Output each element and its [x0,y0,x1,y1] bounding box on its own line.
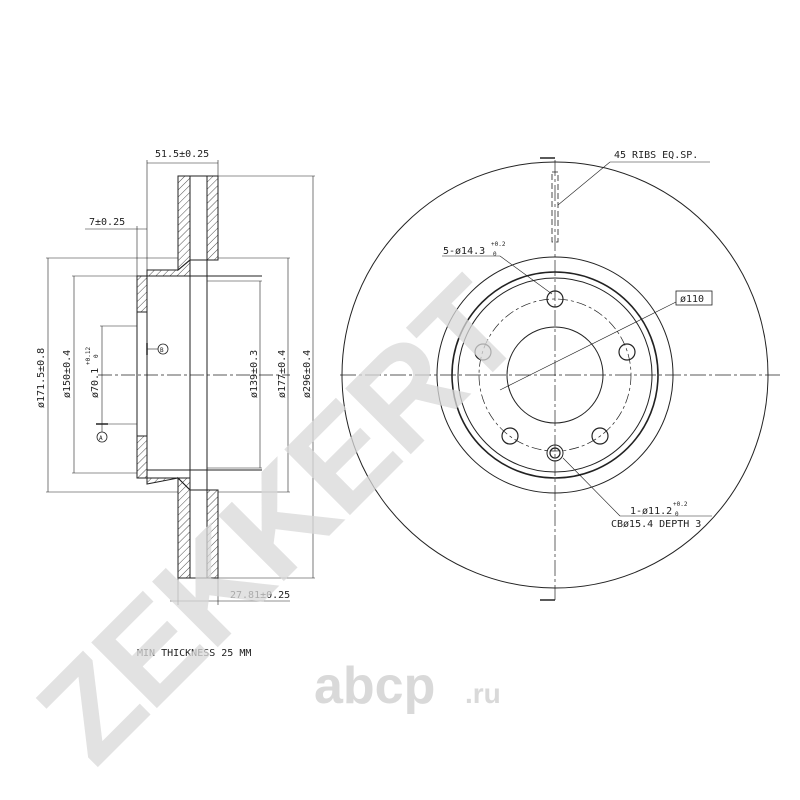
dim-d177: ø177±0.4 [277,350,288,398]
site-watermark: abcp [314,657,435,715]
bolt-holes-note: 5-ø14.3 [443,246,485,257]
front-view [340,157,780,601]
ribs-note: 45 RIBS EQ.SP. [614,150,698,161]
disc-inner-plate-bottom [206,489,219,579]
dim-d70-tol-top: +0.12 [85,347,92,365]
hat-neck-bottom [146,477,191,492]
dim-d150: ø150±0.4 [62,350,73,398]
disc-outer-plate [177,175,191,272]
bolt-holes-tol-bottom: 0 [493,251,497,258]
abcp-watermark: abcp .ru [314,657,501,715]
bolt-hole-4 [501,427,519,445]
hat-face-bottom [136,435,148,479]
bolt-hole-3 [591,427,609,445]
datum-b-circle [157,343,169,355]
site-tld-watermark: .ru [465,678,501,709]
disc-inner-plate [206,175,219,261]
bolt-hole-5 [474,343,492,361]
dim-total-width: 51.5±0.25 [155,149,209,160]
dim-d171: ø171.5±0.8 [36,348,47,408]
counterbore-note: CBø15.4 DEPTH 3 [611,519,701,530]
pcd-label: ø110 [680,294,704,305]
pin-hole-tol-top: +0.2 [673,501,688,508]
zekkert-watermark: ZEKKERT [9,250,549,790]
hat-face-top [136,275,148,313]
dim-d70-tol-bottom: 0 [93,354,100,358]
datum-a-label: A [99,435,103,442]
min-thickness-note: MIN THICKNESS 25 MM [137,648,251,659]
pin-hole-note: 1-ø11.2 [630,506,672,517]
datum-a-circle [96,431,108,443]
side-section-view [46,160,315,605]
pcd-box [675,290,713,306]
pin-hole-tol-bottom: 0 [675,511,679,518]
dim-d139: ø139±0.3 [249,350,260,398]
datum-b-label: B [160,347,164,354]
dim-d296: ø296±0.4 [302,350,313,398]
dim-d70: ø70.1 [90,368,101,398]
bolt-holes-tol-top: +0.2 [491,241,506,248]
dim-flange: 7±0.25 [89,217,125,228]
brand-watermark: ZEKKERT [9,250,549,790]
cooling-rib [551,171,559,243]
bolt-hole-2 [618,343,636,361]
dim-disc-thickness: 27.81±0.25 [230,590,290,601]
